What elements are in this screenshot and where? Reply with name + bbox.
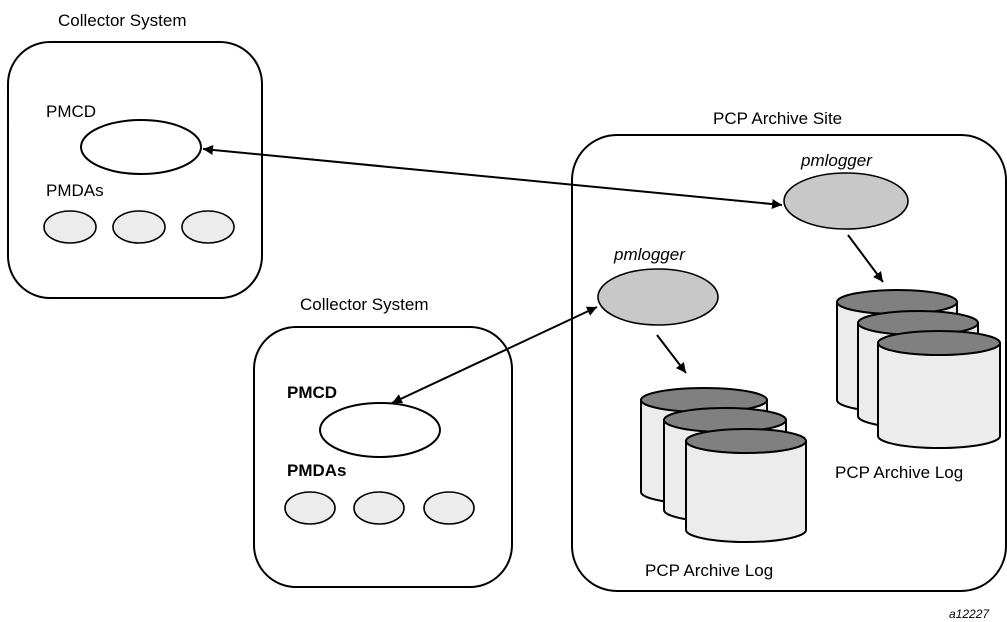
pmlogger-left-to-log-arrow [656, 334, 687, 374]
pmlogger-left-node [597, 268, 719, 326]
collector-system-2-pmcd-label: PMCD [287, 383, 337, 402]
collector-system-1-title: Collector System [58, 11, 186, 30]
collector-system-1-pmcd-label: PMCD [46, 102, 96, 121]
collector-system-1-pmda-node [112, 210, 166, 244]
collector-system-2-pmdas-label: PMDAs [287, 461, 347, 480]
collector-system-2-pmda-node [353, 491, 405, 525]
collector-system-2-title: Collector System [300, 295, 428, 314]
archive-cylinder [685, 428, 807, 543]
collector-system-1-pmda-node [43, 210, 97, 244]
collector-system-1: Collector System PMCD PMDAs [7, 11, 263, 299]
collector-system-2-pmda-node [284, 491, 336, 525]
archive-log-right [836, 289, 1001, 449]
archive-site-title: PCP Archive Site [713, 109, 842, 128]
collector-system-1-pmcd-node [80, 119, 202, 175]
figure-id: a12227 [949, 607, 990, 621]
pmlogger-left-label: pmlogger [613, 245, 686, 264]
pmlogger-top-label: pmlogger [800, 151, 873, 170]
archive-log-right-label: PCP Archive Log [835, 463, 963, 482]
archive-cylinder [877, 330, 1001, 449]
archive-log-left [640, 387, 807, 543]
collector-system-2: Collector System PMCD PMDAs [253, 295, 513, 588]
pmlogger-top-to-log-arrow [847, 234, 884, 283]
collector-system-2-pmda-node [423, 491, 475, 525]
collector-system-2-pmcd-node [319, 402, 441, 458]
archive-log-left-label: PCP Archive Log [645, 561, 773, 580]
connection-arrow-bottom [391, 306, 598, 404]
archive-site: PCP Archive Site pmlogger pmlogger PCP A… [571, 109, 1007, 592]
connection-arrow-top [202, 144, 783, 210]
collector-system-1-pmda-node [181, 210, 235, 244]
collector-system-1-pmdas-label: PMDAs [46, 181, 104, 200]
pmlogger-top-node [783, 172, 909, 230]
